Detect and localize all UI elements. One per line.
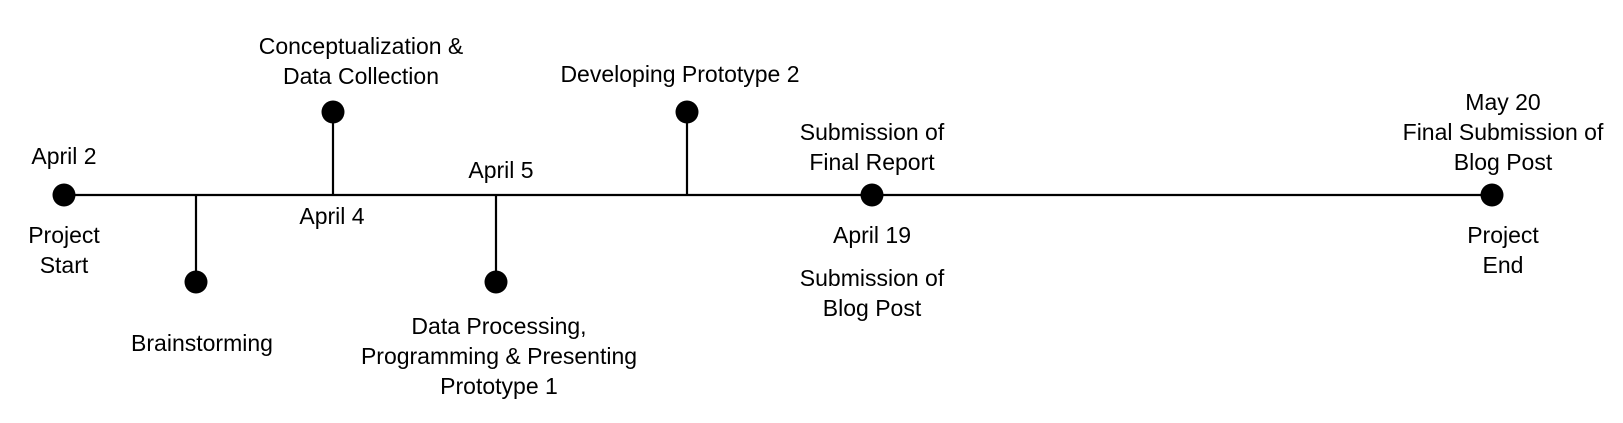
milestone-date: April 5 — [468, 157, 533, 183]
milestone-dot — [1480, 183, 1504, 207]
milestone-conceptualization: Conceptualization & Data Collection Apri… — [259, 33, 464, 229]
milestone-dot — [484, 270, 508, 294]
milestone-label-line: Developing Prototype 2 — [560, 61, 799, 87]
milestone-final-report: Submission of Final Report April 19 Subm… — [800, 119, 945, 321]
milestone-label-line: Data Collection — [283, 63, 439, 89]
milestone-label-line: Project — [1467, 222, 1539, 248]
milestone-dot — [52, 183, 76, 207]
milestone-label-line: Brainstorming — [131, 330, 273, 356]
milestone-label-line: Blog Post — [823, 295, 922, 321]
milestone-date: April 2 — [31, 143, 96, 169]
milestone-label-line: Project — [28, 222, 100, 248]
milestone-dot — [321, 100, 345, 124]
milestone-label-line: Start — [40, 252, 89, 278]
milestone-label-line: Final Submission of — [1403, 119, 1604, 145]
milestone-prototype-2: Developing Prototype 2 — [560, 61, 800, 195]
milestone-date: April 19 — [833, 222, 911, 248]
milestone-label-line: Data Processing, — [411, 313, 586, 339]
milestone-dot — [860, 183, 884, 207]
milestone-label-line: Submission of — [800, 119, 945, 145]
milestone-data-processing: April 5 Data Processing, Programming & P… — [361, 157, 637, 399]
milestone-project-start: April 2 Project Start — [28, 143, 100, 278]
milestone-label-line: Prototype 1 — [440, 373, 558, 399]
milestone-project-end: May 20 Final Submission of Blog Post Pro… — [1403, 89, 1604, 278]
milestone-label-line: Conceptualization & — [259, 33, 464, 59]
milestone-brainstorming: Brainstorming — [131, 195, 273, 356]
milestone-dot — [184, 270, 208, 294]
milestone-dot — [675, 100, 699, 124]
milestone-label-line: Final Report — [809, 149, 935, 175]
milestone-label-line: Programming & Presenting — [361, 343, 637, 369]
milestone-label-line: Submission of — [800, 265, 945, 291]
milestone-label-line: End — [1483, 252, 1524, 278]
milestone-date: April 4 — [299, 203, 364, 229]
milestone-label-line: Blog Post — [1454, 149, 1553, 175]
milestone-date: May 20 — [1465, 89, 1540, 115]
